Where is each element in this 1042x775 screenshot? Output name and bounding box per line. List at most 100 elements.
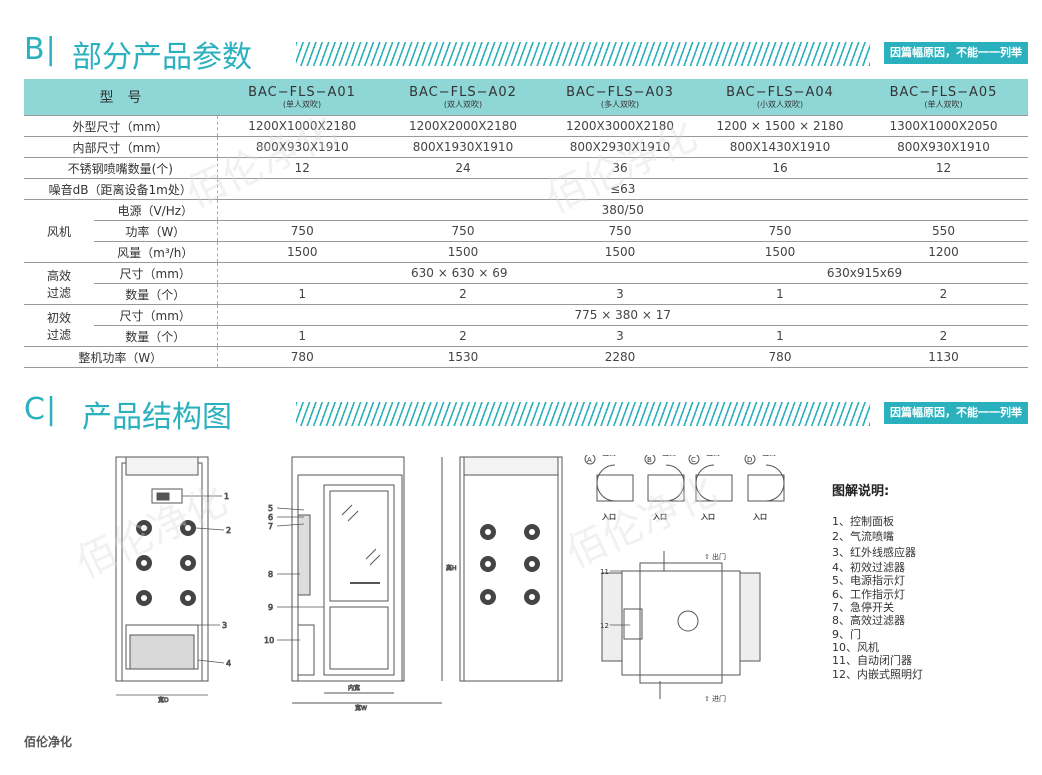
table-row-fan-power: 功率（W） 750 750 750 750 550 [24,220,1028,242]
table-row-fan-airflow: 风量（m³/h） 1500 1500 1500 1500 1200 [24,241,1028,263]
cell: 380/50 [217,199,1028,221]
cell: 775 × 380 × 17 [217,304,1028,326]
cell: 1200 × 1500 × 2180 [701,115,859,137]
row-label: 内部尺寸（mm） [24,136,218,158]
svg-text:1: 1 [224,492,229,501]
table-row-primary-qty: 数量（个） 1 2 3 1 2 [24,325,1028,347]
cell: 1500 [387,241,539,263]
svg-text:C: C [691,456,696,464]
svg-text:7: 7 [268,522,273,531]
cell: 800X1430X1910 [701,136,859,158]
section-b-letter: B| [24,32,57,67]
section-b-header: B| 部分产品参数 因篇幅原因，不能一一列举 [24,32,1028,76]
row-label: 整机功率（W） [24,346,218,368]
svg-text:8: 8 [268,570,273,579]
section-b-note: 因篇幅原因，不能一一列举 [884,42,1028,64]
section-c-header: C| 产品结构图 因篇幅原因，不能一一列举 [24,392,1028,436]
legend-item: 5、电源指示灯 [832,574,905,587]
svg-text:⇧: ⇧ [704,695,710,703]
row-label: 风量（m³/h） [94,241,218,263]
row-label: 尺寸（mm） [94,304,218,326]
cell: 12 [217,157,387,179]
table-row-nozzles: 不锈钢喷嘴数量(个) 12 24 36 16 12 [24,157,1028,179]
cell: 780 [701,346,859,368]
cell: ≤63 [217,178,1028,200]
svg-text:5: 5 [268,504,273,513]
cell: 630x915x69 [701,262,1028,284]
legend-item: 3、红外线感应器 [832,546,916,559]
footer-brand: 佰伦净化 [24,735,73,749]
cell: 1 [701,325,859,347]
section-c-note: 因篇幅原因，不能一一列举 [884,402,1028,424]
row-label: 噪音dB（距离设备1m处） [24,178,218,200]
svg-text:出门: 出门 [712,552,726,561]
svg-text:11: 11 [600,568,609,576]
table-row-primary-size: 初效过滤 尺寸（mm） 775 × 380 × 17 [24,304,1028,347]
section-c-title: 产品结构图 [82,400,232,435]
row-label: 数量（个） [94,325,218,347]
cell: 1200 [859,241,1028,263]
cell: 750 [217,220,387,242]
svg-text:出口: 出口 [602,455,616,457]
cell: 16 [701,157,859,179]
model-col-3: BAC−FLS−A03(多人双吹) [539,79,701,116]
cell: 750 [539,220,701,242]
row-label: 电源（V/Hz） [94,199,218,221]
plan-view [601,551,761,699]
svg-text:宽D: 宽D [158,696,169,704]
model-col-4: BAC−FLS−A04(小双人双吹) [701,79,859,116]
fan-label: 风机 [24,199,94,263]
cell: 800X930X1910 [217,136,387,158]
cell: 2 [387,283,539,305]
cell: 780 [217,346,387,368]
svg-text:4: 4 [226,659,231,668]
svg-text:高H: 高H [446,564,457,572]
svg-text:出口: 出口 [662,455,676,457]
front-view [115,456,209,682]
row-label: 数量（个） [94,283,218,305]
cell: 36 [539,157,701,179]
front-callouts: 1 2 3 4 宽D [116,492,231,704]
table-row-hepa-size: 高效过滤 尺寸（mm） 630 × 630 × 69 630x915x69 [24,262,1028,305]
svg-text:A: A [587,456,592,464]
model-col-1: BAC−FLS−A01(单人双吹) [217,79,387,116]
legend-item: 4、初效过滤器 [832,561,905,574]
cell: 1530 [387,346,539,368]
front-nozzles [136,520,196,606]
cell: 1200X3000X2180 [539,115,701,137]
side-callouts: 5 6 7 8 9 10 内宽 宽W 高H [264,504,457,713]
legend-item: 9、门 [832,628,861,641]
cell: 1500 [701,241,859,263]
model-col-5: BAC−FLS−A05(单人双吹) [859,79,1028,116]
spec-table: 型 号 BAC−FLS−A01(单人双吹) BAC−FLS−A02(双人双吹) … [24,79,1028,368]
cell: 1 [217,325,387,347]
cell: 3 [539,283,701,305]
legend-item: 12、内嵌式照明灯 [832,668,923,681]
cell: 750 [387,220,539,242]
svg-text:入口: 入口 [652,513,667,521]
cell: 1500 [217,241,387,263]
legend-title: 图解说明: [832,484,890,499]
svg-text:2: 2 [226,526,231,535]
legend-item: 7、急停开关 [832,601,894,614]
cell: 2 [387,325,539,347]
svg-text:出口: 出口 [706,455,720,457]
svg-text:入口: 入口 [700,513,715,521]
cell: 1130 [859,346,1028,368]
legend-item: 8、高效过滤器 [832,614,905,627]
svg-text:入口: 入口 [752,513,767,521]
legend-item: 10、风机 [832,641,879,654]
cell: 1200X2000X2180 [387,115,539,137]
table-row-inner-size: 内部尺寸（mm） 800X930X1910 800X1930X1910 800X… [24,136,1028,158]
table-header-row: 型 号 BAC−FLS−A01(单人双吹) BAC−FLS−A02(双人双吹) … [24,79,1028,116]
legend-item: 2、气流喷嘴 [832,530,894,543]
table-row-noise: 噪音dB（距离设备1m处） ≤63 [24,178,1028,200]
plan-callouts: 11 12 ⇧出门 ⇧进门 [600,552,726,703]
cell: 750 [701,220,859,242]
primary-label: 初效过滤 [24,304,94,347]
section-b-title: 部分产品参数 [72,40,252,75]
row-label: 功率（W） [94,220,218,242]
back-view [459,456,563,682]
legend-item: 11、自动闭门器 [832,654,912,667]
cell: 1200X1000X2180 [217,115,387,137]
